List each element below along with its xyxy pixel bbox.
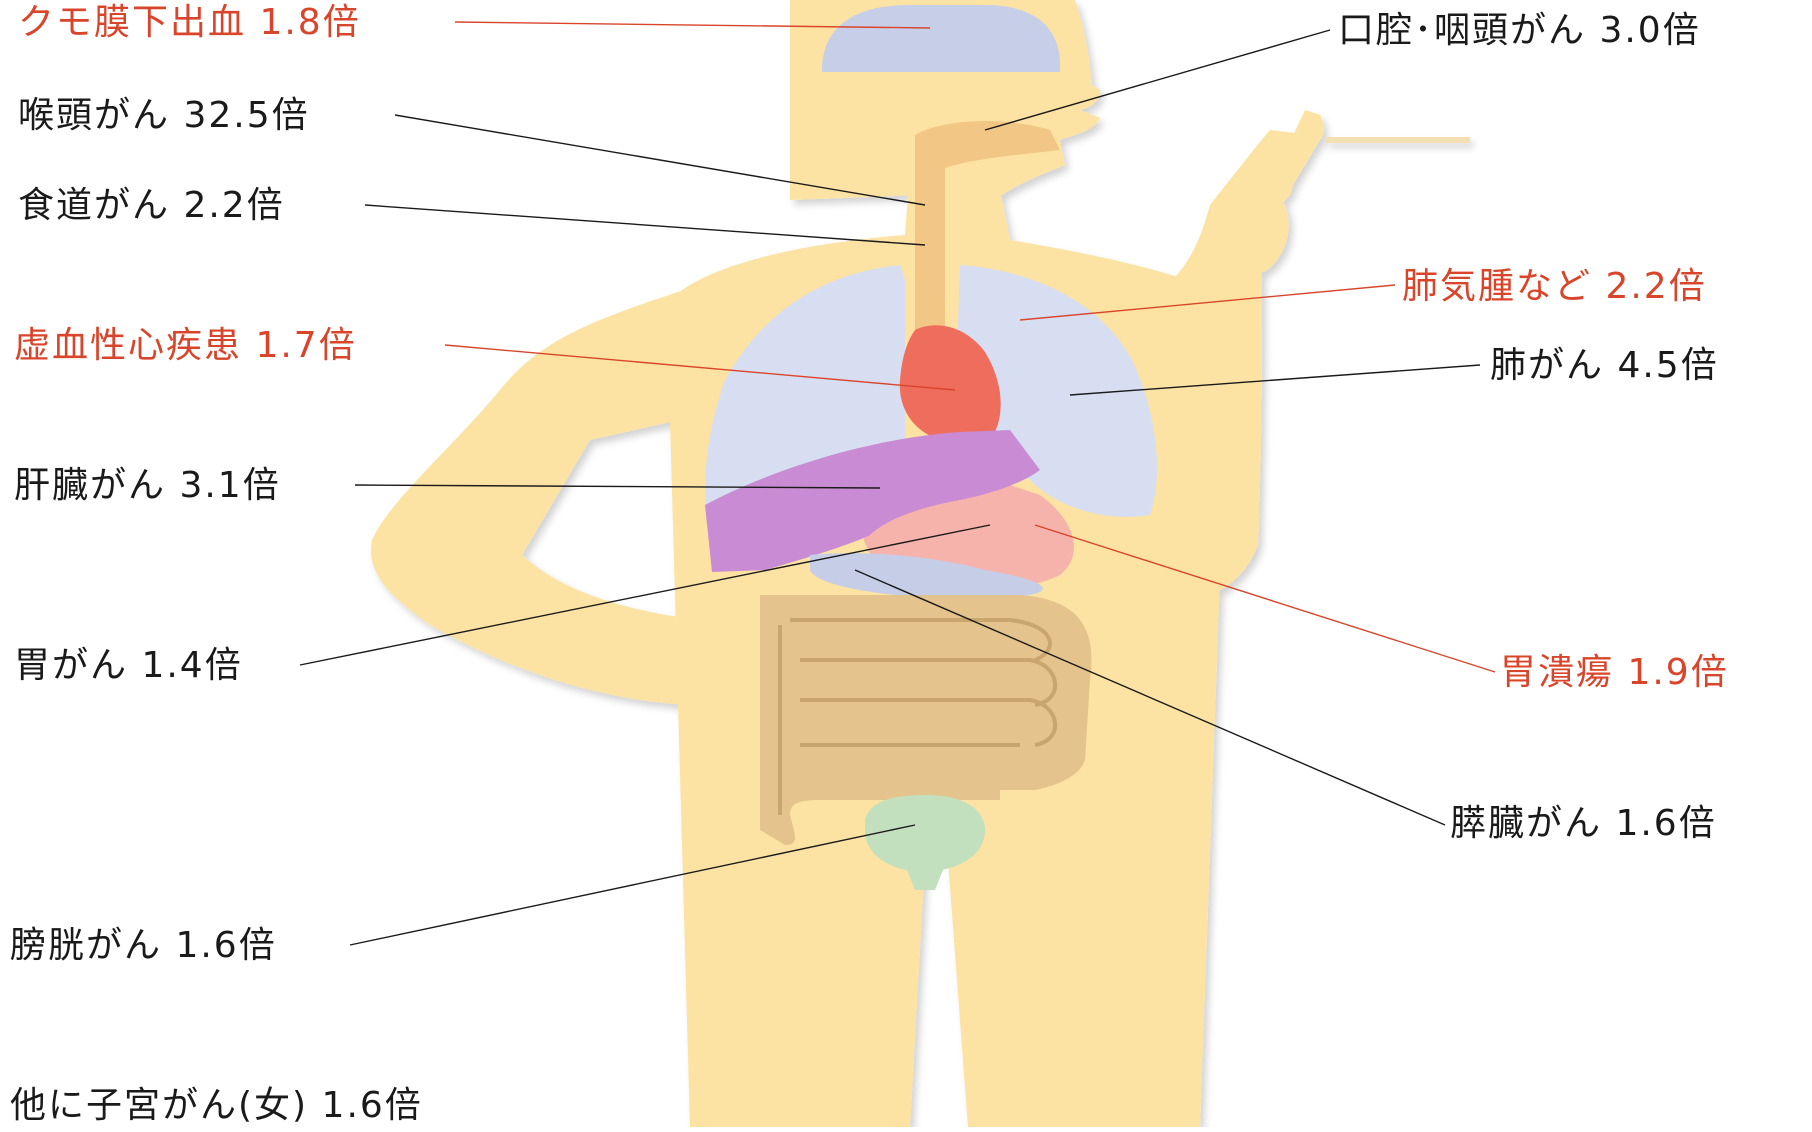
left-arm-shape: [371, 285, 700, 705]
brain-shape: [822, 5, 1060, 72]
label-oral-pharyngeal: 口腔･咽頭がん 3.0倍: [1338, 10, 1701, 51]
leader-esophagus: [365, 205, 925, 245]
label-pancreas-cancer: 膵臓がん 1.6倍: [1450, 803, 1717, 844]
label-subarachnoid: クモ膜下出血 1.8倍: [18, 2, 361, 43]
label-stomach-cancer: 胃がん 1.4倍: [14, 645, 243, 686]
label-ischemic-heart: 虚血性心疾患 1.7倍: [14, 325, 357, 366]
label-uterine-cancer: 他に子宮がん(女) 1.6倍: [10, 1085, 423, 1126]
hand-shape: [1210, 186, 1289, 274]
label-esophagus: 食道がん 2.2倍: [18, 185, 285, 226]
label-larynx: 喉頭がん 32.5倍: [18, 95, 310, 136]
label-bladder-cancer: 膀胱がん 1.6倍: [10, 925, 277, 966]
label-gastric-ulcer: 胃潰瘍 1.9倍: [1500, 652, 1729, 693]
label-liver-cancer: 肝臓がん 3.1倍: [14, 465, 281, 506]
label-lung-cancer: 肺がん 4.5倍: [1490, 345, 1719, 386]
label-emphysema: 肺気腫など 2.2倍: [1402, 266, 1707, 307]
